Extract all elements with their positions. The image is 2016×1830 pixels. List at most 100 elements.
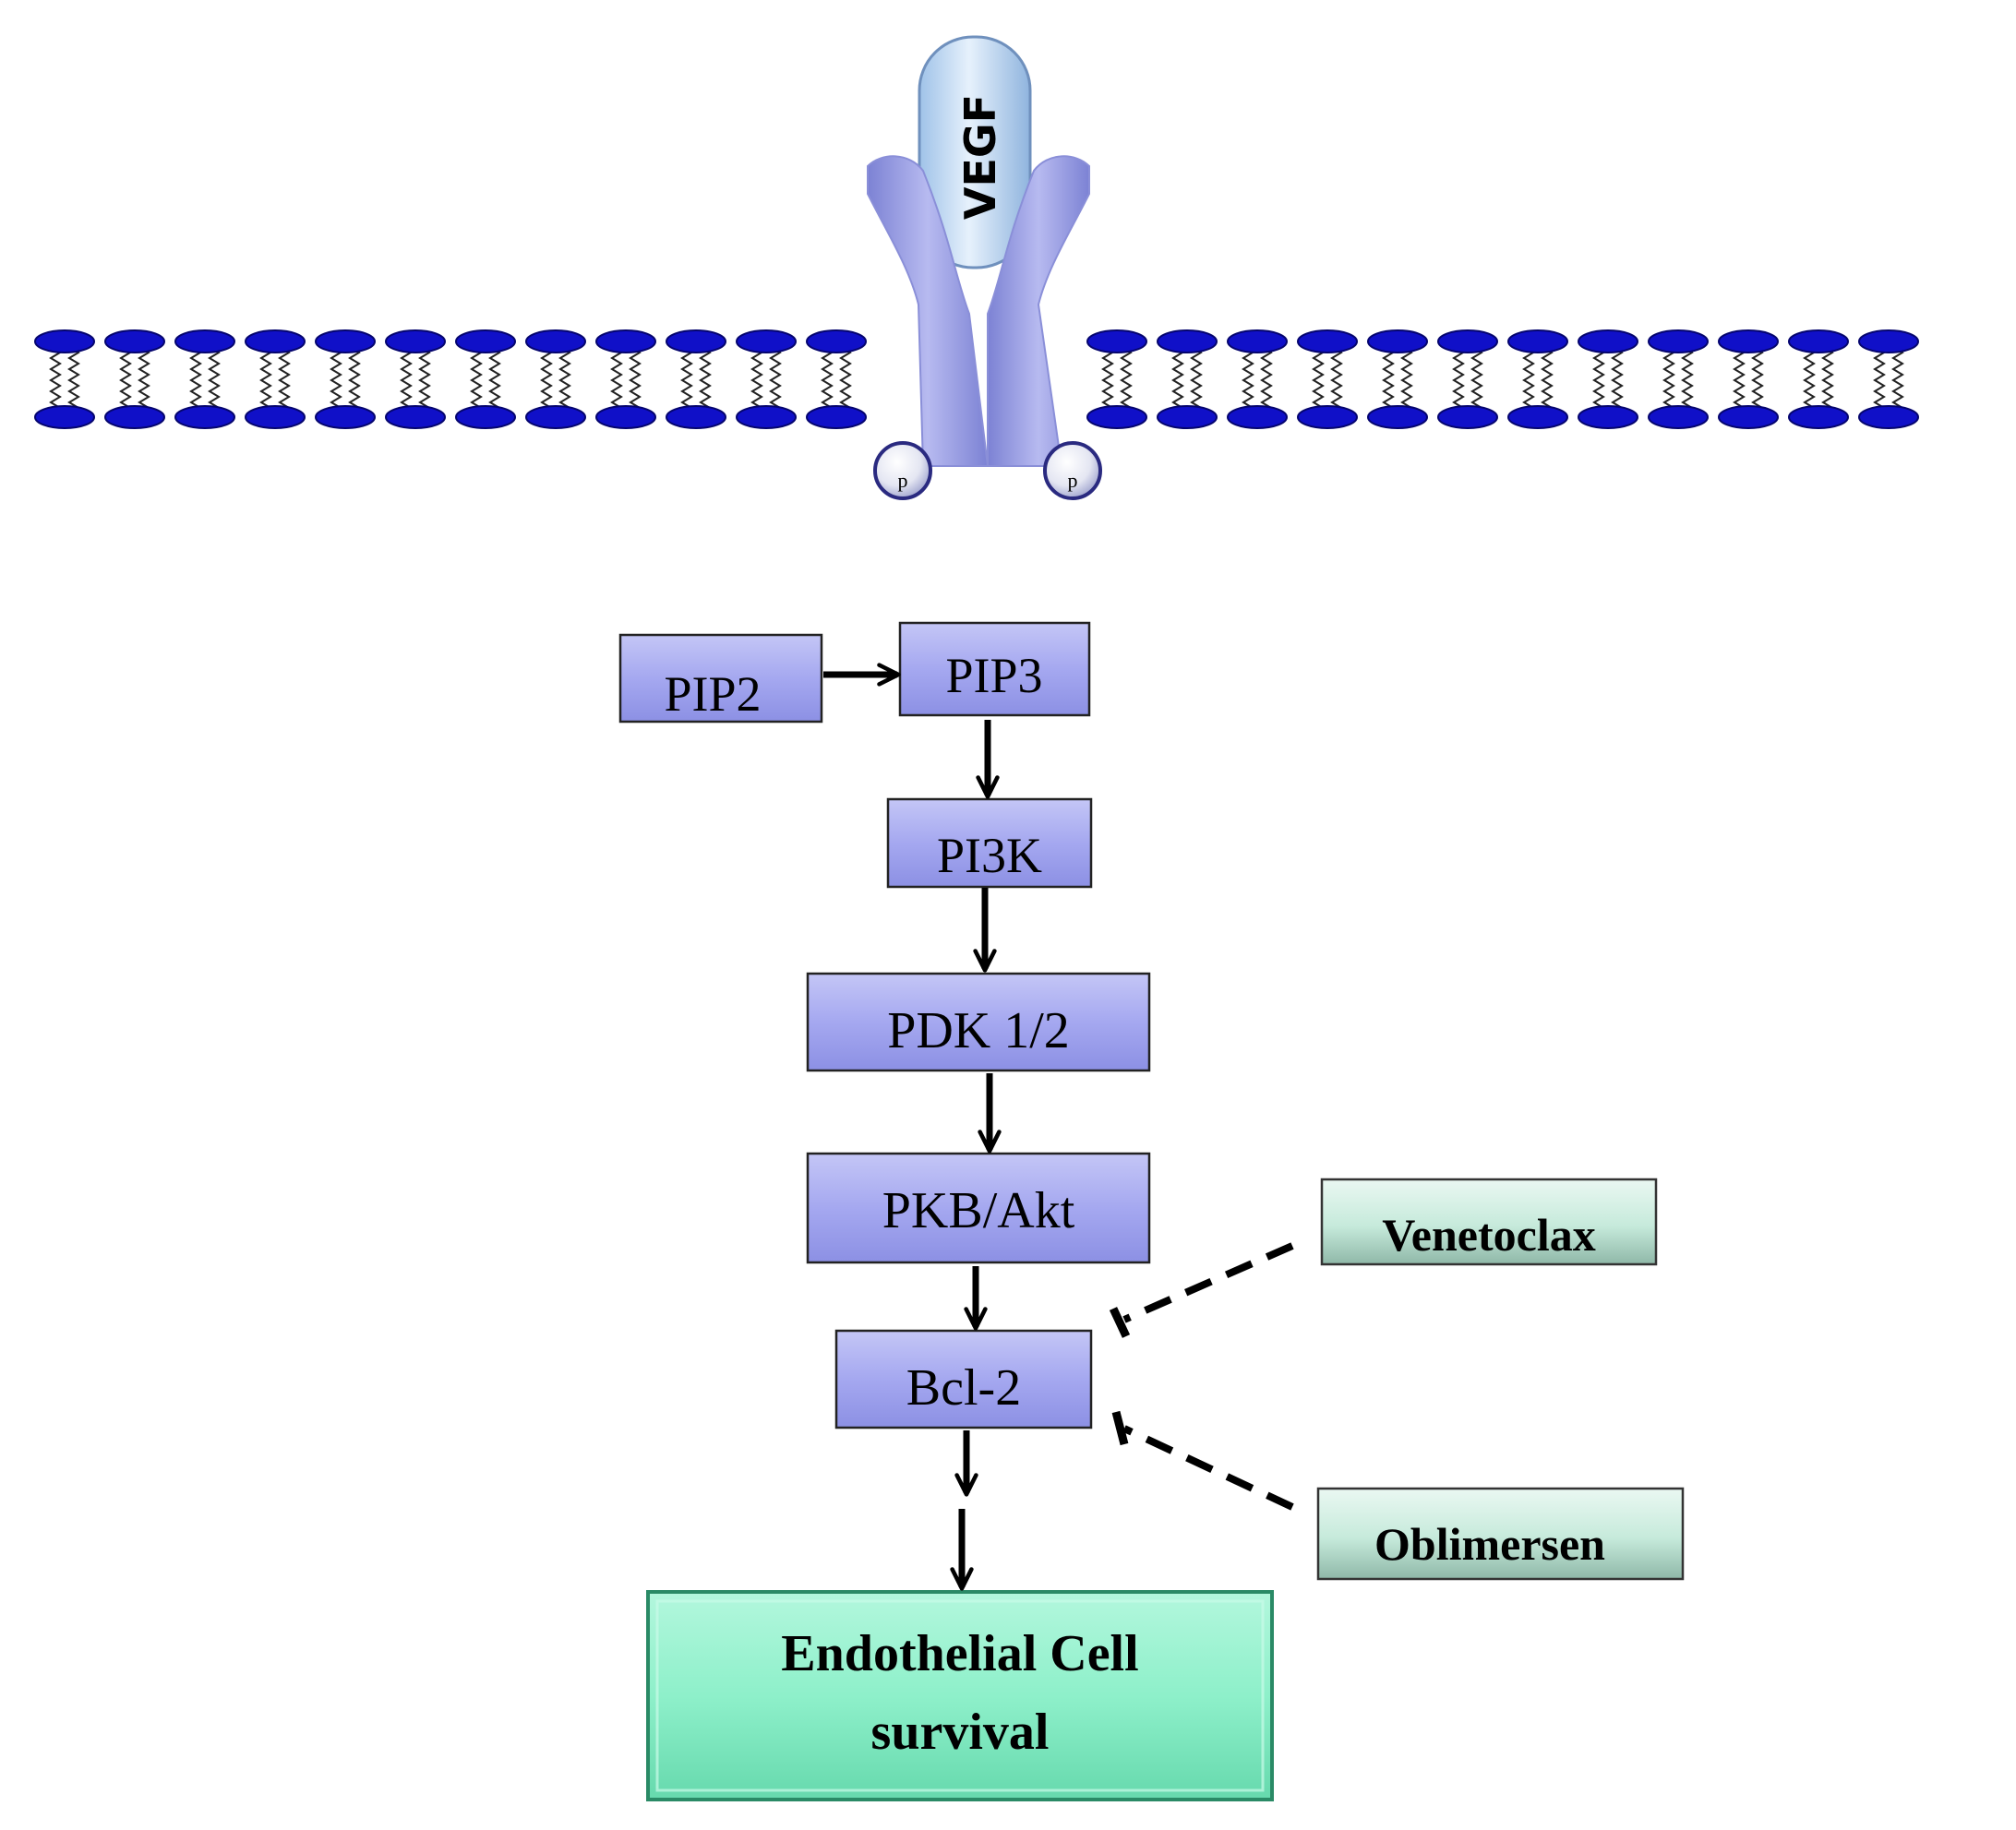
lipid-tail (1330, 348, 1344, 411)
inhibitor-venetoclax: Venetoclax (1320, 1178, 1658, 1266)
lipid-tail (1400, 348, 1414, 411)
outcome-line1: Endothelial Cell (781, 1625, 1138, 1682)
node-pi3k: PI3K (886, 797, 1093, 889)
oblimersen-label: Oblimersen (1374, 1518, 1605, 1570)
lipid-tail (1751, 348, 1765, 411)
lipid-unit (1788, 329, 1849, 429)
phospho-group-left: p (873, 441, 932, 500)
lipid-unit (525, 329, 586, 429)
phospho-label-left: p (898, 469, 908, 492)
inhibition-oblimersen-dashed (1122, 1425, 1294, 1511)
lipid-tail (1101, 348, 1115, 411)
node-pkb-akt: PKB/Akt (806, 1152, 1151, 1264)
lipid-unit (455, 329, 516, 429)
lipid-head (525, 329, 586, 353)
lipid-head (1157, 329, 1218, 353)
lipid-head (1578, 329, 1638, 353)
pi3k-label: PI3K (937, 828, 1042, 883)
lipid-unit (595, 329, 656, 429)
lipid-head (1718, 329, 1779, 353)
lipid-unit (736, 329, 797, 429)
outcome-line2: survival (871, 1704, 1050, 1761)
lipid-tail (1452, 348, 1466, 411)
lipid-tail (49, 348, 63, 411)
lipid-tail (1190, 348, 1204, 411)
outcome-endothelial-cell-survival: Endothelial Cell survival (646, 1590, 1274, 1801)
lipid-tail (680, 348, 694, 411)
lipid-head (1437, 329, 1498, 353)
lipid-tail (330, 348, 343, 411)
lipid-tail (1260, 348, 1274, 411)
lipid-head (104, 405, 165, 429)
lipid-tail (629, 348, 642, 411)
lipid-tail (750, 348, 764, 411)
lipid-head (104, 329, 165, 353)
lipid-tail (1312, 348, 1326, 411)
lipid-tail (1662, 348, 1676, 411)
lipid-head (245, 405, 306, 429)
lipid-tail (821, 348, 834, 411)
lipid-head (385, 405, 446, 429)
vegf-ligand: VEGF (918, 35, 1032, 269)
lipid-head (1507, 329, 1568, 353)
inhibition-lines (1109, 1242, 1294, 1511)
lipid-head (34, 329, 95, 353)
lipid-head (174, 329, 235, 353)
lipid-tail (1891, 348, 1905, 411)
lipid-tail (1873, 348, 1887, 411)
lipid-head (455, 329, 516, 353)
lipid-tail (769, 348, 783, 411)
lipid-unit (1297, 329, 1358, 429)
lipid-head (455, 405, 516, 429)
lipid-head (34, 405, 95, 429)
lipid-head (1086, 329, 1147, 353)
lipid-head (666, 329, 726, 353)
lipid-tail (278, 348, 292, 411)
lipid-tail (1171, 348, 1185, 411)
lipid-bilayer-membrane (34, 329, 1919, 429)
lipid-tail (1803, 348, 1817, 411)
lipid-head (666, 405, 726, 429)
vegf-receptor: VEGF p p (867, 35, 1102, 500)
lipid-tail (1120, 348, 1134, 411)
lipid-tail (67, 348, 81, 411)
lipid-unit (1437, 329, 1498, 429)
node-pip3: PIP3 (898, 621, 1091, 717)
lipid-unit (1718, 329, 1779, 429)
lipid-head (1086, 405, 1147, 429)
inhibitor-oblimersen: Oblimersen (1316, 1487, 1685, 1581)
lipid-tail (1382, 348, 1396, 411)
lipid-unit (1648, 329, 1709, 429)
activation-arrows (823, 663, 1002, 1591)
lipid-head (1858, 329, 1919, 353)
lipid-head (1297, 405, 1358, 429)
lipid-unit (315, 329, 376, 429)
lipid-head (385, 329, 446, 353)
lipid-tail (610, 348, 624, 411)
lipid-head (1297, 329, 1358, 353)
bcl2-label: Bcl-2 (906, 1359, 1021, 1417)
lipid-tail (470, 348, 484, 411)
vegf-label: VEGF (955, 94, 1005, 220)
lipid-unit (104, 329, 165, 429)
lipid-head (1578, 405, 1638, 429)
lipid-head (315, 405, 376, 429)
phospho-label-right: p (1068, 469, 1078, 492)
lipid-head (806, 329, 867, 353)
lipid-head (1788, 329, 1849, 353)
lipid-head (595, 405, 656, 429)
lipid-head (1648, 329, 1709, 353)
lipid-tail (540, 348, 554, 411)
lipid-head (1858, 405, 1919, 429)
lipid-head (736, 329, 797, 353)
lipid-tail (1592, 348, 1606, 411)
lipid-tail (348, 348, 362, 411)
lipid-unit (1227, 329, 1288, 429)
lipid-unit (34, 329, 95, 429)
lipid-unit (385, 329, 446, 429)
node-bcl2: Bcl-2 (834, 1329, 1093, 1429)
lipid-head (525, 405, 586, 429)
lipid-head (1227, 329, 1288, 353)
lipid-head (315, 329, 376, 353)
